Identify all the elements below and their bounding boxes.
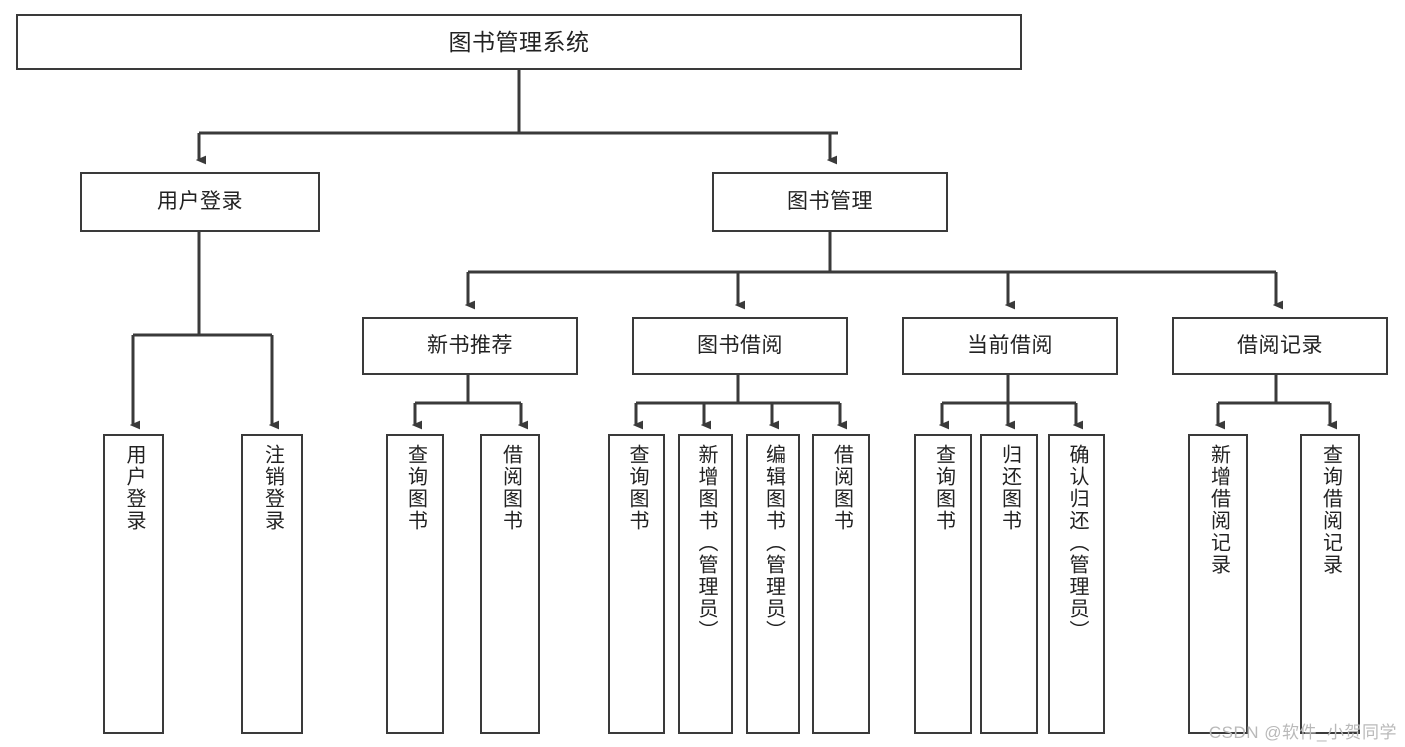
node-label: 用户登录 — [157, 189, 243, 213]
node-label: 新书推荐 — [427, 333, 513, 357]
node-label: 图书管理 — [787, 189, 873, 213]
node-label: 图书管理系统 — [448, 28, 590, 55]
node-label: 借阅图书 — [830, 444, 853, 532]
node-label: 查询借阅记录 — [1319, 444, 1342, 576]
node-label: 查询图书 — [932, 444, 955, 532]
node-label: 注销登录 — [261, 444, 284, 532]
node-label: 当前借阅 — [967, 333, 1053, 357]
node-leaf-add-borrowing-record[interactable]: 新增借阅记录 — [1188, 434, 1248, 734]
node-leaf-query-book-3[interactable]: 查询图书 — [914, 434, 972, 734]
node-label: 查询图书 — [404, 444, 427, 532]
node-borrowing-record[interactable]: 借阅记录 — [1172, 317, 1388, 375]
node-leaf-borrow-book-1[interactable]: 借阅图书 — [480, 434, 540, 734]
node-leaf-query-book-1[interactable]: 查询图书 — [386, 434, 444, 734]
node-new-book-recommendation[interactable]: 新书推荐 — [362, 317, 578, 375]
node-leaf-logout[interactable]: 注销登录 — [241, 434, 303, 734]
csdn-watermark: CSDN @软件_小贺同学 — [1208, 723, 1397, 742]
node-label: 借阅图书 — [499, 444, 522, 532]
node-label: 查询图书 — [626, 444, 648, 532]
node-label: 确认归还（管理员） — [1066, 444, 1088, 642]
node-label: 借阅记录 — [1237, 333, 1323, 357]
node-label: 归还图书 — [998, 444, 1021, 532]
node-label: 用户登录 — [123, 444, 145, 532]
node-leaf-user-login[interactable]: 用户登录 — [103, 434, 164, 734]
node-label: 新增借阅记录 — [1207, 444, 1230, 576]
node-label: 编辑图书（管理员） — [762, 444, 785, 642]
node-leaf-query-book-2[interactable]: 查询图书 — [608, 434, 665, 734]
node-label: 图书借阅 — [697, 333, 783, 357]
node-leaf-return-book[interactable]: 归还图书 — [980, 434, 1038, 734]
node-root-book-management-system[interactable]: 图书管理系统 — [16, 14, 1022, 70]
node-current-borrowing[interactable]: 当前借阅 — [902, 317, 1118, 375]
node-book-management[interactable]: 图书管理 — [712, 172, 948, 232]
node-leaf-add-book-admin[interactable]: 新增图书（管理员） — [678, 434, 733, 734]
node-leaf-query-borrowing-record[interactable]: 查询借阅记录 — [1300, 434, 1360, 734]
node-book-borrowing[interactable]: 图书借阅 — [632, 317, 848, 375]
node-leaf-edit-book-admin[interactable]: 编辑图书（管理员） — [746, 434, 800, 734]
node-leaf-confirm-return-admin[interactable]: 确认归还（管理员） — [1048, 434, 1105, 734]
node-leaf-borrow-book-2[interactable]: 借阅图书 — [812, 434, 870, 734]
node-user-login[interactable]: 用户登录 — [80, 172, 320, 232]
node-label: 新增图书（管理员） — [695, 444, 717, 642]
